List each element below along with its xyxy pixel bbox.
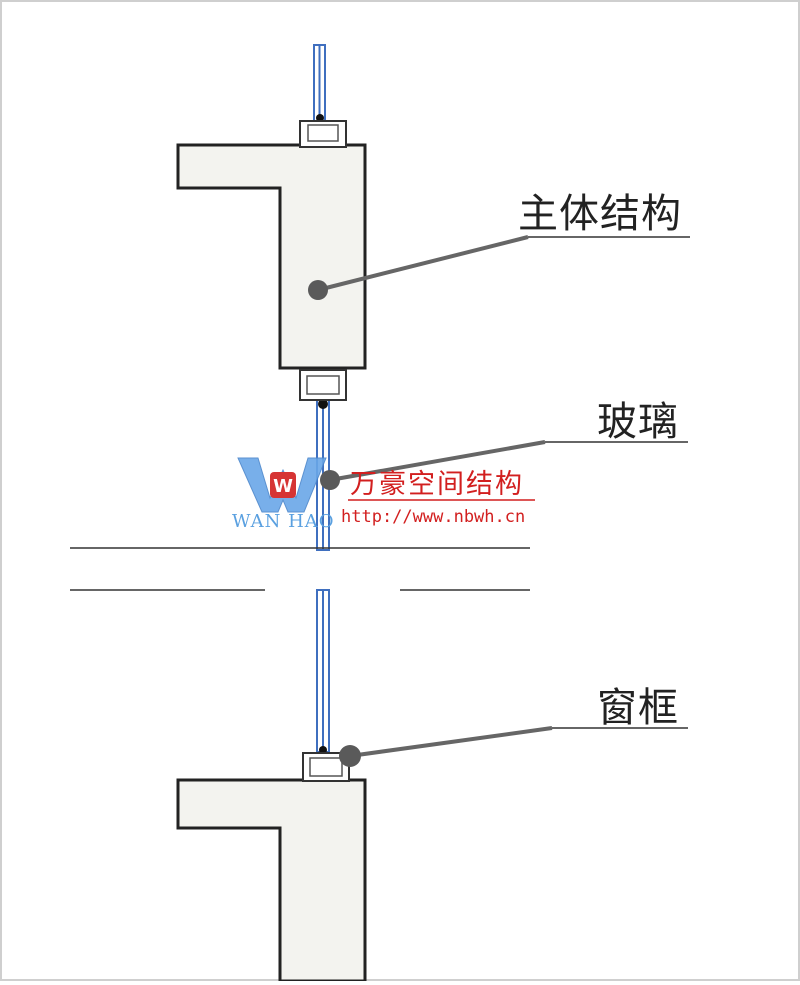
leader-frame (339, 726, 688, 767)
label-window-frame: 窗框 (597, 685, 679, 731)
break-lines (70, 547, 530, 591)
window-frame-middle (299, 369, 347, 401)
logo-red-badge (270, 472, 296, 498)
window-frame-top (299, 120, 347, 148)
logo-letter: W (273, 476, 293, 497)
watermark-logo: W (237, 457, 327, 513)
watermark-url: http://www.nbwh.cn (341, 507, 526, 527)
upper-main-structure (176, 143, 367, 370)
seal-middle (318, 399, 328, 409)
leader-glass (320, 440, 688, 490)
label-glass: 玻璃 (597, 399, 679, 445)
label-main-structure: 主体结构 (518, 191, 682, 237)
leader-structure (308, 235, 690, 300)
watermark-chinese-name: 万豪空间结构 (350, 469, 524, 500)
watermark-brand: WAN HAO (232, 511, 335, 532)
